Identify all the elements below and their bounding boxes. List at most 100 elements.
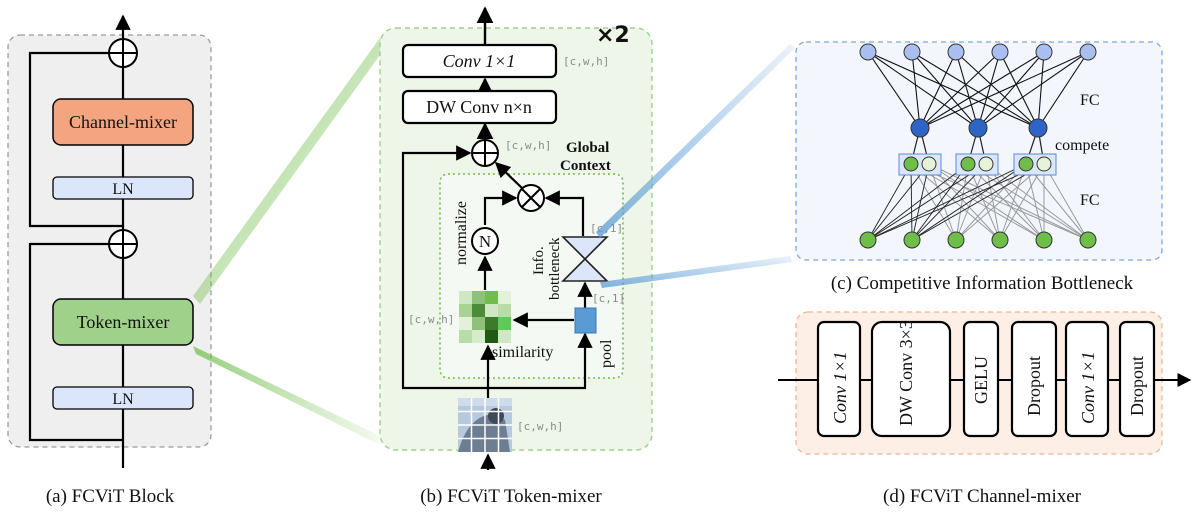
zoom-wedge-upper [193,38,388,304]
fc-top-edge [919,51,957,129]
global-context-line1: Global [566,140,609,156]
flow-normalize-to-multiply [483,190,518,225]
fc-bottom-edge [928,163,1001,241]
input-node [991,43,1009,61]
input-node [1079,43,1097,61]
d-block-gelu [962,320,1000,438]
conv1x1-label: Conv 1×1 [443,51,516,71]
multiply-circle [517,184,545,212]
fc-top-edge [955,51,979,129]
fc-bottom-edge-dark [911,163,930,241]
fc-bottom-edge [985,163,1045,241]
dwconv-label: DW Conv n×n [426,97,532,117]
fc-bottom-edge-dark [911,163,969,241]
fc-top-edge [1037,51,1045,129]
info-bottleneck-line2: bottleneck [547,237,563,300]
normalize-label: normalize [453,201,470,265]
fc-top-label: FC [1080,92,1100,109]
panel-d-channel-mixer: Conv 1×1 DW Conv 3×3 GELU Dropout Conv 1… [778,311,1192,507]
dim-similarity: [c,w,h] [408,313,454,326]
compete-node [910,118,930,138]
network-nodes [859,43,1097,249]
normalize-circle [471,227,499,255]
fc-bottom-edge-dark [867,163,930,241]
fc-top-edge [977,51,1045,129]
conv1x1-box [401,43,558,79]
fc-bottom-label: FC [1080,192,1100,209]
dim-top: [c,w,h] [563,55,609,68]
normalize-symbol: N [479,232,491,251]
output-node [991,231,1009,249]
dim-plus: [c,w,h] [505,139,551,152]
flow-multiply-to-plus [494,161,523,189]
fc-bottom-edge-dark [867,163,1045,241]
ln-bottom-label: LN [112,391,134,408]
output-node [1079,231,1097,249]
output-node [1035,231,1053,249]
fc-bottom-edge-dark [911,163,987,241]
compete-loser-node [921,156,937,172]
panel-a-add-lower [108,229,138,259]
d-block-dropout-b [1118,320,1156,438]
fc-bottom-edge-dark [910,163,913,241]
compete-node [968,118,988,138]
compete-winner-node [1018,156,1034,172]
fc-top-edge [977,51,1001,129]
compete-loser-node [978,156,994,172]
fc-top-edge [911,51,1039,129]
d-label-gelu: GELU [971,356,991,404]
similarity-matrix [459,291,511,343]
d-block-dropout-a [1010,320,1058,438]
fc-top-edge [955,51,1039,129]
panel-a-skip-upper [28,51,123,228]
zoom-wedge-c-upper [596,44,795,238]
fc-bottom-edge [999,163,1045,241]
d-block-conv1x1-a [816,320,862,438]
fc-top-edge [919,51,1045,129]
token-mixer-label: Token-mixer [77,312,170,332]
fc-bottom-edge [985,163,1089,241]
d-label-dropout-a: Dropout [1024,356,1044,416]
fc-top-edge [1037,51,1089,129]
compete-winner-node [903,156,919,172]
compete-label: compete [1055,137,1109,154]
fc-top-edge [919,51,1001,129]
fc-bottom-edge-dark [911,163,1045,241]
d-label-dropout-b: Dropout [1127,356,1147,416]
fc-top-edge [867,51,1039,129]
dwconv-box [401,89,558,125]
input-node [859,43,877,61]
fc-top-edge [919,51,1089,129]
residual-skip [401,145,488,390]
fc-top-edge [867,51,921,129]
fc-bottom-edge-dark [911,163,1027,241]
info-bottleneck-line1: Info. [531,246,547,275]
flow-input-to-pool [488,332,593,390]
compete-node [1028,118,1048,138]
caption-a: (a) FCViT Block [46,486,175,507]
panel-b-token-mixer: ×2 Global Context Conv 1×1 [c,w,h] DW Co… [379,6,653,507]
compete-loser-node [1036,156,1052,172]
flow-bottleneck-to-multiply [544,190,585,236]
fc-bottom-edge-dark [867,163,969,241]
panel-a-fcvit-block: Channel-mixer LN Token-mixer LN (a) FCVi… [7,14,212,507]
input-image-patches [458,398,512,452]
fc-top-edge [911,51,979,129]
fc-bottom-edge [1043,163,1089,241]
zoom-wedge-c-lower [600,256,792,288]
caption-d: (d) FCViT Channel-mixer [883,486,1082,507]
d-block-dwconv3x3 [870,320,952,438]
panel-c-competitive-bottleneck: FC FC compete (c) Competitive Informatio… [795,41,1163,294]
fc-bottom-edge [955,163,987,241]
fc-bottom-edge [928,163,1089,241]
fc-top-edge [977,51,1089,129]
global-context-line2: Context [560,158,611,174]
global-add-circle [471,139,499,167]
fc-bottom-edge-dark [867,163,987,241]
ln-bottom-box [52,386,194,410]
dim-pool: [c,1] [592,292,625,305]
fc-bottom-edge [985,163,1001,241]
input-node [947,43,965,61]
pool-square [574,307,597,334]
repeat-label: ×2 [596,23,630,48]
